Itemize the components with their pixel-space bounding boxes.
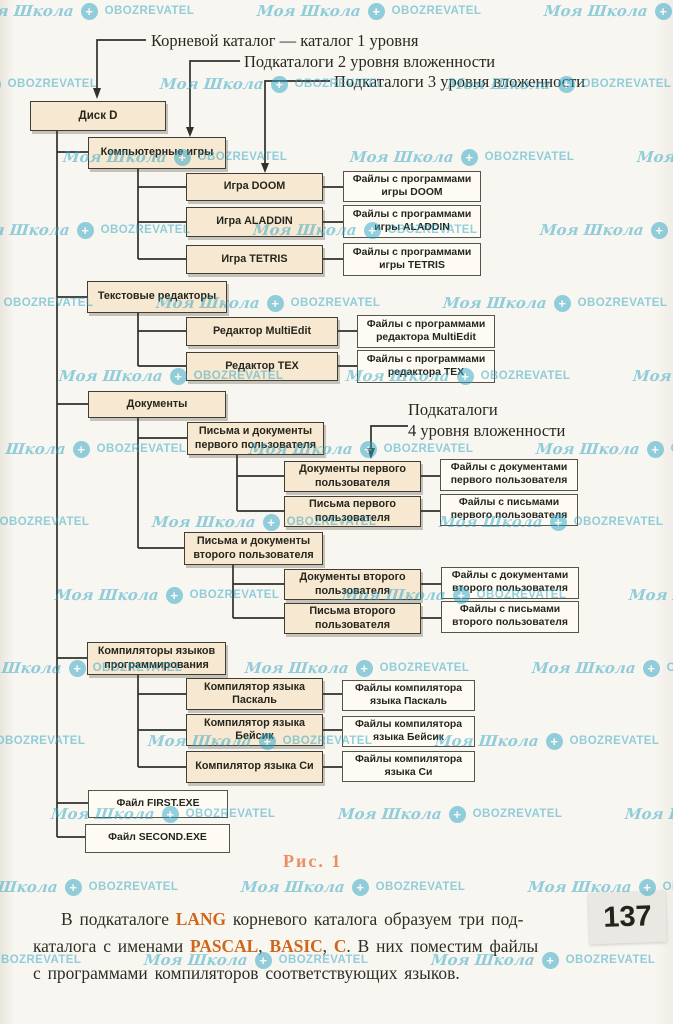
node-compilers: Компиляторы языков программирования: [87, 642, 226, 675]
paragraph-text: В подкаталоге: [61, 909, 176, 930]
node-compiler-c: Компилятор языка Си: [186, 751, 323, 783]
node-editor-multiedit: Редактор MultiEdit: [186, 317, 338, 346]
node-file-first-exe: Файл FIRST.EXE: [88, 790, 228, 818]
node-files-multiedit: Файлы с программами редактора MultiEdit: [357, 315, 495, 348]
node-disk-d: Диск D: [30, 101, 166, 131]
label-level-1: Корневой каталог — каталог 1 уровня: [151, 31, 419, 50]
node-docs-user1: Документы первого пользователя: [284, 461, 421, 492]
node-files-letters-user1: Файлы с письмами первого пользователя: [440, 494, 578, 526]
node-file-second-exe: Файл SECOND.EXE: [85, 824, 230, 853]
node-files-docs-user2: Файлы с документами второго пользователя: [441, 567, 579, 599]
node-game-tetris: Игра TETRIS: [186, 245, 323, 274]
node-files-c: Файлы компилятора языка Си: [342, 751, 475, 782]
accent-term-pascal: PASCAL: [190, 936, 259, 957]
label-level-3: Подкаталоги 3 уровня вложенности: [334, 72, 586, 91]
node-letters-docs-user2: Письма и документы второго пользователя: [184, 532, 323, 565]
node-letters-docs-user1: Письма и документы первого пользователя: [187, 422, 324, 455]
node-game-aladdin: Игра ALADDIN: [186, 207, 323, 237]
node-files-letters-user2: Файлы с письмами второго пользователя: [441, 601, 579, 633]
label-level-4-line1: Подкаталоги: [408, 400, 498, 419]
label-level-4-line2: 4 уровня вложенности: [408, 421, 566, 440]
node-letters-user2: Письма второго пользователя: [284, 603, 421, 634]
node-game-doom: Игра DOOM: [186, 173, 323, 201]
accent-term-c: C: [333, 936, 347, 957]
node-compiler-basic: Компилятор языка Бейсик: [186, 714, 323, 746]
label-level-2: Подкаталоги 2 уровня вложенности: [244, 52, 496, 71]
node-text-editors: Текстовые редакторы: [87, 281, 227, 313]
node-computer-games: Компьютерные игры: [88, 137, 226, 169]
node-letters-user1: Письма первого пользователя: [284, 496, 421, 527]
accent-term-basic: BASIC: [269, 936, 323, 957]
label-level-4: Подкаталоги 4 уровня вложенности: [408, 399, 565, 441]
node-docs-user2: Документы второго пользователя: [284, 569, 421, 600]
node-files-tetris: Файлы с программами игры TETRIS: [343, 243, 481, 276]
accent-term-lang: LANG: [175, 909, 227, 930]
node-files-tex: Файлы с программами редактора TEX: [357, 350, 495, 383]
figure-caption: Рис. 1: [283, 851, 343, 871]
node-files-doom: Файлы с программами игры DOOM: [343, 171, 481, 202]
body-paragraph: В подкаталоге LANG корневого каталога об…: [33, 909, 539, 984]
node-files-pascal: Файлы компилятора языка Паскаль: [342, 680, 475, 711]
node-documents: Документы: [88, 391, 226, 418]
node-files-aladdin: Файлы с программами игры ALADDIN: [343, 205, 481, 238]
node-files-docs-user1: Файлы с документами первого пользователя: [440, 459, 578, 491]
node-files-basic: Файлы компилятора языка Бейсик: [342, 716, 475, 747]
page-number: 137: [588, 890, 667, 945]
node-editor-tex: Редактор TEX: [186, 352, 338, 381]
node-compiler-pascal: Компилятор языка Паскаль: [186, 678, 323, 710]
